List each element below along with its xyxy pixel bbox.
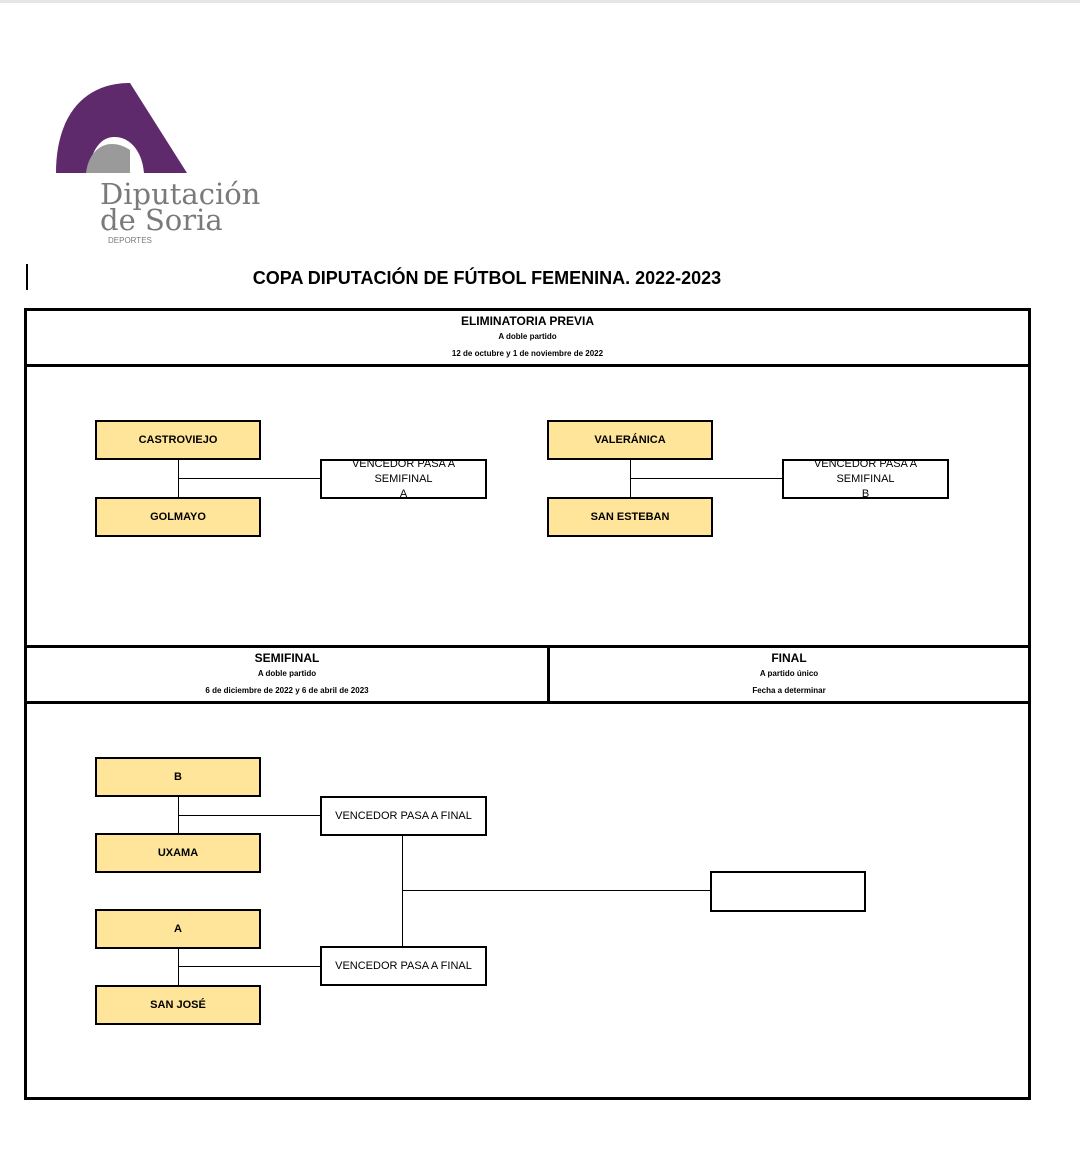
team-golmayo: GOLMAYO [95,497,261,537]
semifinal-format: A doble partido [257,669,317,678]
connector-tie-a-horizontal [178,478,320,479]
logo-line-2: de Soria [100,203,223,237]
logo-subtitle: DEPORTES [108,236,152,245]
preliminary-dates: 12 de octubre y 1 de noviembre de 2022 [451,349,604,358]
semifinal-header: SEMIFINAL A doble partido 6 de diciembre… [27,651,547,696]
final-header: FINAL A partido único Fecha a determinar [550,651,1028,696]
preliminary-header: ELIMINATORIA PREVIA A doble partido 12 d… [27,314,1028,359]
connector-semi-1-horizontal [178,815,320,816]
final-heading: FINAL [771,651,807,665]
winner-box-final-2: VENCEDOR PASA A FINAL [320,946,487,986]
winner-box-final-1: VENCEDOR PASA A FINAL [320,796,487,836]
connector-semi-2-horizontal [178,966,320,967]
semifinal-dates: 6 de diciembre de 2022 y 6 de abril de 2… [205,686,369,695]
preliminary-heading: ELIMINATORIA PREVIA [460,314,595,328]
final-winner-box [710,871,866,912]
divider-preliminary-header [24,364,1031,367]
team-san-esteban: SAN ESTEBAN [547,497,713,537]
winner-a-line1: VENCEDOR PASA A SEMIFINAL [351,457,456,485]
winner-b-line1: VENCEDOR PASA A SEMIFINAL [813,457,918,485]
text-cursor [26,264,28,290]
team-uxama: UXAMA [95,833,261,873]
team-castroviejo: CASTROVIEJO [95,420,261,460]
winner-a-line2: A [399,487,408,500]
final-dates: Fecha a determinar [752,686,826,695]
divider-semifinal-header [24,701,1031,704]
connector-final-horizontal [402,890,710,891]
team-san-jose: SAN JOSÉ [95,985,261,1025]
divider-semi-final [547,645,550,704]
winner-box-semifinal-b: VENCEDOR PASA A SEMIFINAL B [782,457,949,500]
page-title: COPA DIPUTACIÓN DE FÚTBOL FEMENINA. 2022… [252,268,722,288]
divider-semifinal-top [24,645,1031,648]
winner-box-semifinal-a: VENCEDOR PASA A SEMIFINAL A [320,457,487,500]
winner-semi-2: VENCEDOR PASA A FINAL [335,959,472,972]
preliminary-format: A doble partido [498,332,557,341]
team-b: B [95,757,261,797]
team-valeranica: VALERÁNICA [547,420,713,460]
top-edge [0,0,1080,3]
winner-b-line2: B [861,487,870,500]
connector-tie-b-horizontal [630,478,782,479]
semifinal-heading: SEMIFINAL [254,651,320,665]
final-format: A partido único [759,669,819,678]
bracket-frame [24,308,1031,1100]
diputacion-soria-logo [56,83,187,173]
winner-semi-1: VENCEDOR PASA A FINAL [335,809,472,822]
logo-line-1: Diputación [100,177,261,211]
connector-final-vertical [402,836,403,946]
team-a: A [95,909,261,949]
connector-semi-2-vertical [178,949,179,985]
